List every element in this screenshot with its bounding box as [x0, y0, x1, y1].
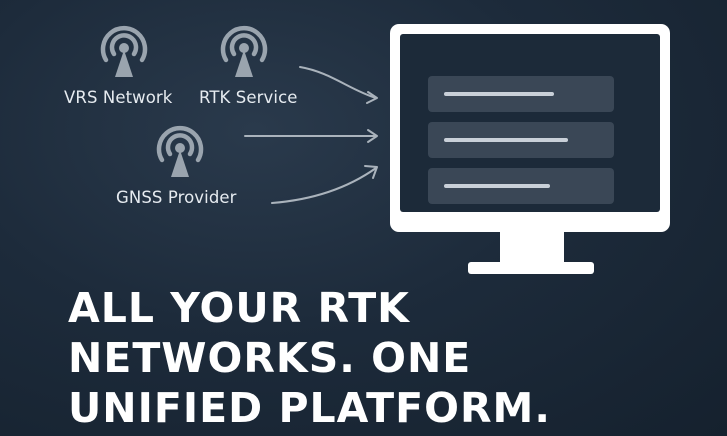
headline-line-2: NETWORKS. ONE — [68, 334, 472, 382]
headline-line-1: ALL YOUR RTK — [68, 284, 410, 332]
arrow-icon — [366, 91, 378, 104]
screen-row — [428, 122, 614, 158]
antenna-icon — [100, 25, 148, 77]
arrow-icon — [367, 129, 378, 143]
source-label-rtk-service: RTK Service — [199, 88, 298, 107]
screen-row — [428, 76, 614, 112]
headline: ALL YOUR RTK NETWORKS. ONE UNIFIED PLATF… — [68, 283, 551, 433]
arrow-icon — [271, 167, 377, 204]
headline-line-3: UNIFIED PLATFORM. — [68, 384, 551, 432]
monitor-screen — [400, 34, 660, 212]
arrow-icon — [299, 66, 377, 99]
monitor-stand-base — [468, 262, 594, 274]
screen-row-line — [444, 92, 554, 96]
source-label-vrs-network: VRS Network — [64, 88, 173, 107]
monitor-stand-neck — [500, 232, 564, 264]
antenna-icon — [156, 125, 204, 177]
arrow-icon — [364, 165, 378, 179]
source-label-gnss-provider: GNSS Provider — [116, 188, 237, 207]
antenna-icon — [220, 25, 268, 77]
screen-row-line — [444, 184, 550, 188]
monitor-icon — [390, 24, 670, 232]
screen-row — [428, 168, 614, 204]
screen-row-line — [444, 138, 568, 142]
